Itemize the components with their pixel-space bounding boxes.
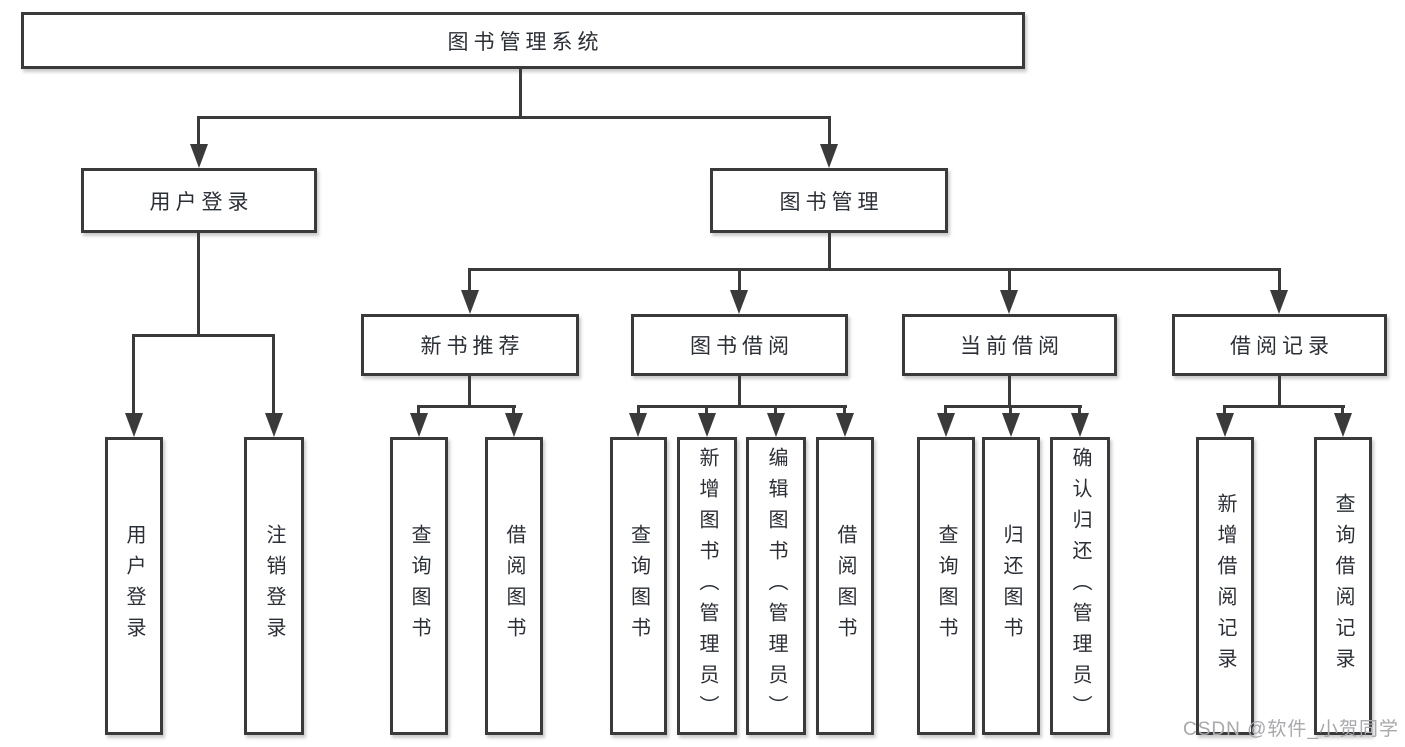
node-root: 图书管理系统	[21, 12, 1025, 69]
leaf-add-books-admin: 新增图书（管理员）	[677, 437, 737, 735]
node-book-borrowing: 图书借阅	[631, 314, 848, 376]
arrowhead-down	[1270, 290, 1288, 314]
connector-stem	[417, 405, 420, 416]
arrowhead-down	[629, 413, 647, 437]
connector-stem	[637, 405, 640, 416]
connector-stem	[1078, 405, 1081, 416]
arrowhead-down	[820, 144, 838, 168]
arrowhead-down	[505, 413, 523, 437]
arrowhead-down	[1216, 413, 1234, 437]
leaf-label: 查询图书	[408, 524, 430, 648]
leaf-logout-login: 注销登录	[244, 437, 304, 735]
arrowhead-down	[410, 413, 428, 437]
connector-vertical	[1278, 376, 1281, 408]
connector-stem	[738, 268, 741, 294]
connector-horizontal	[944, 405, 1082, 408]
arrowhead-down	[730, 290, 748, 314]
connector-horizontal	[1223, 405, 1345, 408]
node-book-management: 图书管理	[710, 168, 948, 233]
connector-stem	[705, 405, 708, 416]
leaf-query-books-borrowing: 查询图书	[610, 437, 667, 735]
leaf-user-login: 用户登录	[105, 437, 163, 735]
connector-stem	[944, 405, 947, 416]
connector-vertical	[519, 69, 522, 117]
arrowhead-down	[767, 413, 785, 437]
connector-stem	[774, 405, 777, 416]
arrowhead-down	[1334, 413, 1352, 437]
leaf-label: 编辑图书（管理员）	[765, 446, 787, 726]
node-new-book-recommend: 新书推荐	[361, 314, 579, 376]
connector-vertical	[738, 376, 741, 408]
leaf-label: 借阅图书	[503, 524, 525, 648]
connector-stem	[1223, 405, 1226, 416]
leaf-label: 新增图书（管理员）	[696, 446, 718, 726]
leaf-label: 查询借阅记录	[1332, 493, 1354, 679]
connector-stem	[1278, 268, 1281, 294]
csdn-watermark: CSDN @软件_小贺同学	[1183, 719, 1399, 740]
leaf-query-borrow-record: 查询借阅记录	[1314, 437, 1372, 735]
connector-stem	[1341, 405, 1344, 416]
connector-stem	[1009, 405, 1012, 416]
arrowhead-down	[125, 413, 143, 437]
leaf-edit-books-admin: 编辑图书（管理员）	[746, 437, 806, 735]
node-current-borrowing: 当前借阅	[902, 314, 1117, 376]
arrowhead-down	[265, 413, 283, 437]
connector-vertical	[1008, 376, 1011, 408]
arrowhead-down	[836, 413, 854, 437]
arrowhead-down	[1071, 413, 1089, 437]
leaf-label: 查询图书	[935, 524, 957, 648]
leaf-label: 归还图书	[1000, 524, 1022, 648]
arrowhead-down	[190, 144, 208, 168]
connector-vertical	[468, 376, 471, 408]
leaf-borrow-books: 借阅图书	[816, 437, 874, 735]
leaf-query-books-recommend: 查询图书	[390, 437, 448, 735]
connector-stem	[272, 334, 275, 416]
connector-stem	[132, 334, 135, 416]
connector-horizontal	[468, 268, 1281, 271]
leaf-add-borrow-record: 新增借阅记录	[1196, 437, 1254, 735]
node-user-login: 用户登录	[81, 168, 317, 233]
leaf-return-books: 归还图书	[982, 437, 1040, 735]
arrowhead-down	[937, 413, 955, 437]
leaf-label: 借阅图书	[834, 524, 856, 648]
leaf-label: 新增借阅记录	[1214, 493, 1236, 679]
connector-vertical	[828, 233, 831, 271]
connector-stem	[197, 116, 200, 148]
connector-horizontal	[197, 116, 831, 119]
connector-vertical	[197, 233, 200, 337]
leaf-label: 确认归还（管理员）	[1069, 446, 1091, 726]
connector-stem	[828, 116, 831, 148]
connector-stem	[843, 405, 846, 416]
arrowhead-down	[1000, 290, 1018, 314]
connector-stem	[1008, 268, 1011, 294]
connector-stem	[512, 405, 515, 416]
connector-horizontal	[417, 405, 516, 408]
leaf-label: 用户登录	[123, 524, 145, 648]
arrowhead-down	[1002, 413, 1020, 437]
node-borrowing-records: 借阅记录	[1172, 314, 1387, 376]
leaf-confirm-return-admin: 确认归还（管理员）	[1050, 437, 1110, 735]
leaf-query-books-current: 查询图书	[917, 437, 975, 735]
leaf-borrow-books-recommend: 借阅图书	[485, 437, 543, 735]
connector-horizontal	[132, 334, 275, 337]
connector-horizontal	[637, 405, 847, 408]
arrowhead-down	[698, 413, 716, 437]
leaf-label: 查询图书	[627, 524, 650, 648]
connector-stem	[468, 268, 471, 294]
leaf-label: 注销登录	[263, 524, 285, 648]
arrowhead-down	[461, 290, 479, 314]
